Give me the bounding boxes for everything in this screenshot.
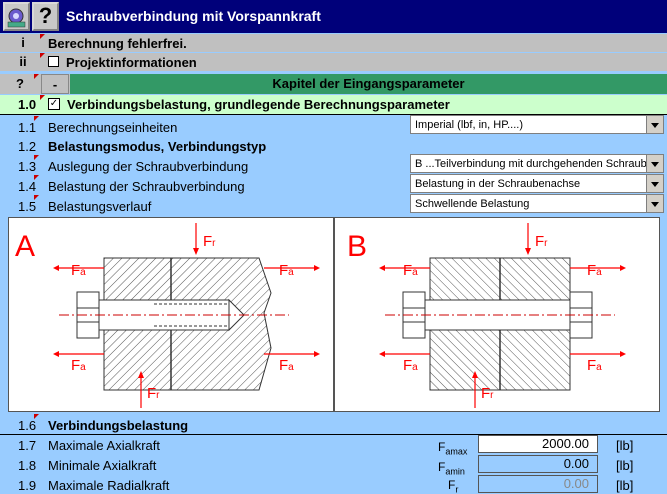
svg-text:Fr: Fr	[481, 385, 494, 402]
svg-text:Fa: Fa	[279, 262, 294, 279]
figure-letter: A	[15, 230, 35, 263]
load-profile-select-value: Schwellende Belastung	[415, 198, 530, 210]
unit-label: [lb]	[616, 438, 634, 453]
joint-load-select[interactable]: Belastung in der Schraubenachse	[410, 174, 664, 193]
svg-text:Fr: Fr	[203, 233, 216, 250]
section-title: Verbindungsbelastung, grundlegende Berec…	[67, 97, 450, 112]
app-icon-button[interactable]	[3, 2, 30, 31]
max-axial-force-input[interactable]: 2000.00	[478, 435, 598, 453]
row-number: 1.9	[18, 478, 37, 493]
unit-label: [lb]	[616, 458, 634, 473]
row-number: 1.3	[18, 159, 37, 174]
chevron-down-icon[interactable]	[646, 155, 663, 172]
units-label: Berechnungseinheiten	[48, 120, 178, 135]
joint-design-select-value: B ...Teilverbindung mit durchgehenden Sc…	[415, 158, 653, 170]
svg-text:Fa: Fa	[587, 262, 602, 279]
section-checkbox[interactable]: ✓	[48, 98, 60, 110]
row-number: 1.2	[18, 139, 37, 154]
divider	[0, 434, 667, 435]
figure-a-panel[interactable]: A Fa Fa Fa Fa Fr Fr	[8, 217, 334, 412]
status-text: Berechnung fehlerfrei.	[48, 36, 187, 51]
row-number: 1.4	[18, 179, 37, 194]
min-axial-force-input[interactable]: 0.00	[478, 455, 598, 473]
figure-letter: B	[347, 230, 367, 263]
project-info-checkbox[interactable]	[48, 56, 59, 67]
svg-text:Fa: Fa	[71, 357, 86, 374]
joint-load-select-value: Belastung in der Schraubenachse	[415, 178, 581, 190]
chevron-down-icon[interactable]	[646, 175, 663, 192]
max-radial-force-symbol: Fr	[448, 478, 459, 494]
svg-text:Fa: Fa	[71, 262, 86, 279]
project-info-label: Projektinformationen	[66, 55, 197, 70]
svg-text:Fa: Fa	[403, 357, 418, 374]
joint-design-select[interactable]: B ...Teilverbindung mit durchgehenden Sc…	[410, 154, 664, 173]
unit-label: [lb]	[616, 478, 634, 493]
bolt-joint-a-diagram: A Fa Fa Fa Fa Fr Fr	[15, 223, 320, 408]
svg-text:Fa: Fa	[403, 262, 418, 279]
chapter-help-button[interactable]: ?	[16, 76, 24, 91]
bolt-joint-b-diagram: B Fa Fa Fa Fa Fr Fr	[347, 223, 626, 408]
load-profile-select[interactable]: Schwellende Belastung	[410, 194, 664, 213]
svg-text:Fa: Fa	[587, 357, 602, 374]
max-radial-force-label: Maximale Radialkraft	[48, 478, 170, 493]
row-number: i	[21, 35, 25, 50]
joint-load-label: Belastung der Schraubverbindung	[48, 179, 245, 194]
units-select-value: Imperial (lbf, in, HP....)	[415, 119, 523, 131]
help-button[interactable]: ?	[32, 2, 59, 31]
row-number: 1.8	[18, 458, 37, 473]
svg-text:Fr: Fr	[535, 233, 548, 250]
joint-load-heading: Verbindungsbelastung	[48, 418, 189, 433]
window-title: Schraubverbindung mit Vorspannkraft	[66, 8, 321, 24]
status-row: i Berechnung fehlerfrei.	[0, 34, 667, 52]
row-number: 1.0	[18, 97, 37, 112]
row-number: 1.5	[18, 199, 37, 214]
chevron-down-icon[interactable]	[646, 116, 663, 133]
max-axial-force-symbol: Famax	[438, 440, 468, 457]
load-profile-label: Belastungsverlauf	[48, 199, 152, 214]
row-number: 1.1	[18, 120, 37, 135]
row-number: ii	[19, 54, 27, 69]
svg-text:Fa: Fa	[279, 357, 294, 374]
chevron-down-icon[interactable]	[646, 195, 663, 212]
units-select[interactable]: Imperial (lbf, in, HP....)	[410, 115, 664, 134]
title-bar: ? Schraubverbindung mit Vorspannkraft	[0, 0, 667, 33]
chapter-header-row: ? - Kapitel der Eingangsparameter	[0, 74, 667, 94]
section-row-1-0[interactable]: 1.0 ✓ Verbindungsbelastung, grundlegende…	[0, 95, 667, 114]
figure-b-panel[interactable]: B Fa Fa Fa Fa Fr Fr	[334, 217, 660, 412]
min-axial-force-label: Minimale Axialkraft	[48, 458, 157, 473]
svg-text:Fr: Fr	[147, 385, 160, 402]
project-info-row[interactable]: ii Projektinformationen	[0, 53, 667, 71]
max-radial-force-input[interactable]: 0.00	[478, 475, 598, 493]
row-number: 1.7	[18, 438, 37, 453]
load-mode-heading: Belastungsmodus, Verbindungstyp	[48, 139, 267, 154]
max-axial-force-label: Maximale Axialkraft	[48, 438, 160, 453]
joint-design-label: Auslegung der Schraubverbindung	[48, 159, 249, 174]
min-axial-force-symbol: Famin	[438, 460, 465, 477]
gear-icon	[7, 8, 26, 28]
chapter-title: Kapitel der Eingangsparameter	[70, 74, 667, 94]
divider	[0, 114, 667, 115]
row-number: 1.6	[18, 418, 37, 433]
collapse-button[interactable]: -	[41, 74, 69, 94]
